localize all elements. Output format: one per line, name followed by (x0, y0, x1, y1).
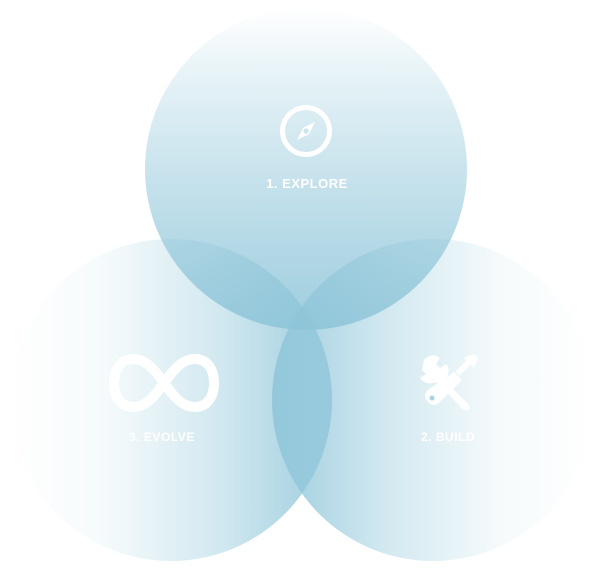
compass-icon (280, 105, 332, 157)
stage-label-build: 2. BUILD (420, 430, 475, 444)
circle-explore (145, 8, 467, 330)
infinity-icon (109, 354, 219, 412)
tools-icon (420, 354, 478, 410)
stage-label-explore: 1. EXPLORE (266, 176, 348, 191)
stage-label-evolve: 3. EVOLVE (129, 430, 195, 444)
